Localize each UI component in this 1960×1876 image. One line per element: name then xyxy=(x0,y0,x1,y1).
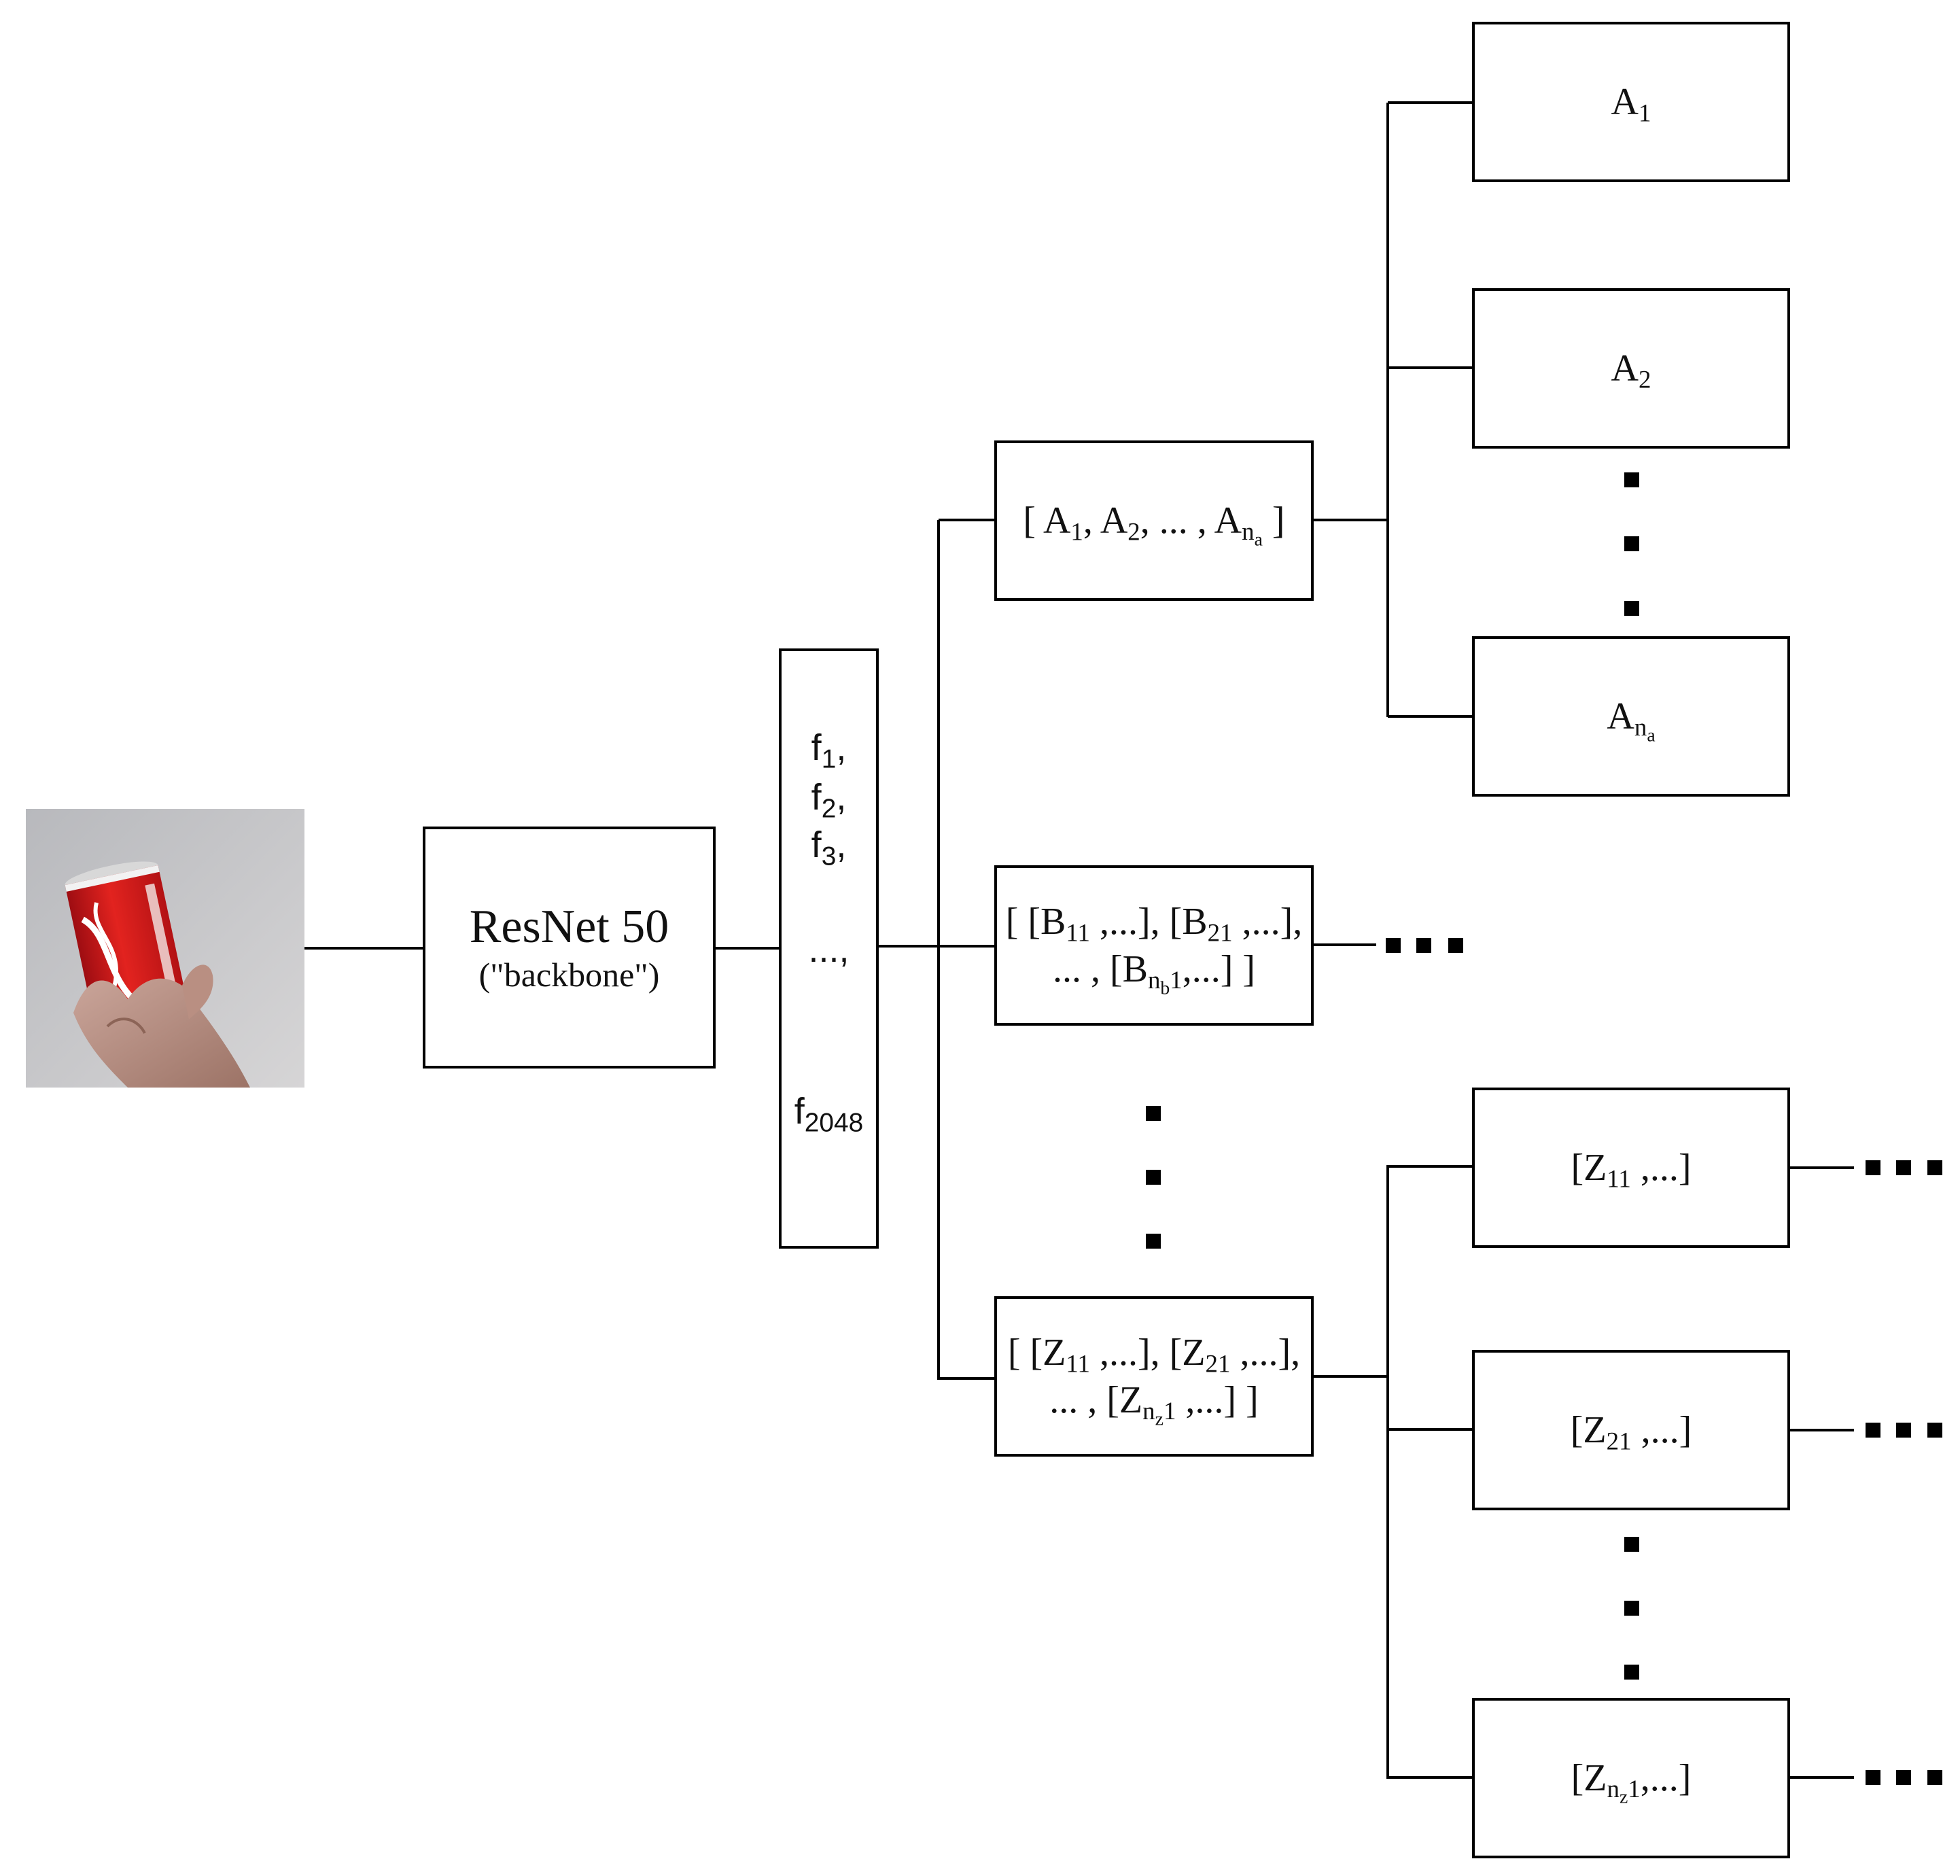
input-image xyxy=(26,809,304,1088)
feature-f2: f2, xyxy=(811,777,847,824)
group-z-line1: [ [Z11 ,...], [Z21 ,...], xyxy=(1007,1332,1301,1378)
leaf-zn-label: [Znz1,...] xyxy=(1571,1757,1692,1807)
backbone-subtitle: ("backbone") xyxy=(478,956,660,994)
leaf-a2-label: A2 xyxy=(1611,347,1651,394)
ellipsis-dot xyxy=(1146,1170,1161,1185)
ellipsis-dot xyxy=(1624,1537,1639,1552)
ellipsis-dot xyxy=(1416,938,1431,953)
backbone-title: ResNet 50 xyxy=(469,900,669,953)
backbone-box: ResNet 50 ("backbone") xyxy=(423,827,716,1069)
leaf-an-label: Ana xyxy=(1607,695,1656,746)
group-z-box: [ [Z11 ,...], [Z21 ,...], ... , [Znz1 ,.… xyxy=(994,1296,1314,1457)
ellipsis-dot xyxy=(1896,1160,1911,1175)
group-b-line2: ... , [Bnb1,...] ] xyxy=(1052,948,1256,998)
ellipsis-dot xyxy=(1624,1665,1639,1680)
leaf-z1-label: [Z11 ,...] xyxy=(1571,1147,1692,1193)
ellipsis-dot xyxy=(1896,1423,1911,1438)
feature-vector-box: f1, f2, f3, ..., f2048 xyxy=(779,648,879,1249)
ellipsis-dot xyxy=(1624,536,1639,551)
feature-ellipsis: ..., xyxy=(808,929,850,970)
leaf-z2-label: [Z21 ,...] xyxy=(1570,1409,1692,1455)
feature-f2048: f2048 xyxy=(794,1091,864,1138)
ellipsis-dot xyxy=(1927,1423,1942,1438)
leaf-an-box: Ana xyxy=(1472,636,1790,797)
ellipsis-dot xyxy=(1146,1106,1161,1121)
ellipsis-dot xyxy=(1624,472,1639,487)
group-z-line2: ... , [Znz1 ,...] ] xyxy=(1049,1379,1259,1429)
ellipsis-dot xyxy=(1146,1234,1161,1249)
ellipsis-dot xyxy=(1624,601,1639,616)
ellipsis-dot xyxy=(1927,1160,1942,1175)
leaf-z1-box: [Z11 ,...] xyxy=(1472,1088,1790,1248)
ellipsis-dot xyxy=(1624,1601,1639,1616)
leaf-zn-box: [Znz1,...] xyxy=(1472,1698,1790,1858)
group-a-box: [ A1, A2, ... , Ana ] xyxy=(994,440,1314,601)
ellipsis-dot xyxy=(1927,1770,1942,1785)
ellipsis-dot xyxy=(1866,1423,1880,1438)
leaf-z2-box: [Z21 ,...] xyxy=(1472,1350,1790,1510)
group-b-box: [ [B11 ,...], [B21 ,...], ... , [Bnb1,..… xyxy=(994,865,1314,1026)
feature-f3: f3, xyxy=(811,824,847,871)
ellipsis-dot xyxy=(1448,938,1463,953)
ellipsis-dot xyxy=(1866,1770,1880,1785)
ellipsis-dot xyxy=(1386,938,1401,953)
ellipsis-dot xyxy=(1866,1160,1880,1175)
feature-f1: f1, xyxy=(811,727,847,774)
group-a-label: [ A1, A2, ... , Ana ] xyxy=(1023,500,1285,550)
leaf-a1-box: A1 xyxy=(1472,22,1790,182)
ellipsis-dot xyxy=(1896,1770,1911,1785)
group-b-line1: [ [B11 ,...], [B21 ,...], xyxy=(1005,901,1303,947)
leaf-a1-label: A1 xyxy=(1611,81,1651,127)
leaf-a2-box: A2 xyxy=(1472,288,1790,449)
